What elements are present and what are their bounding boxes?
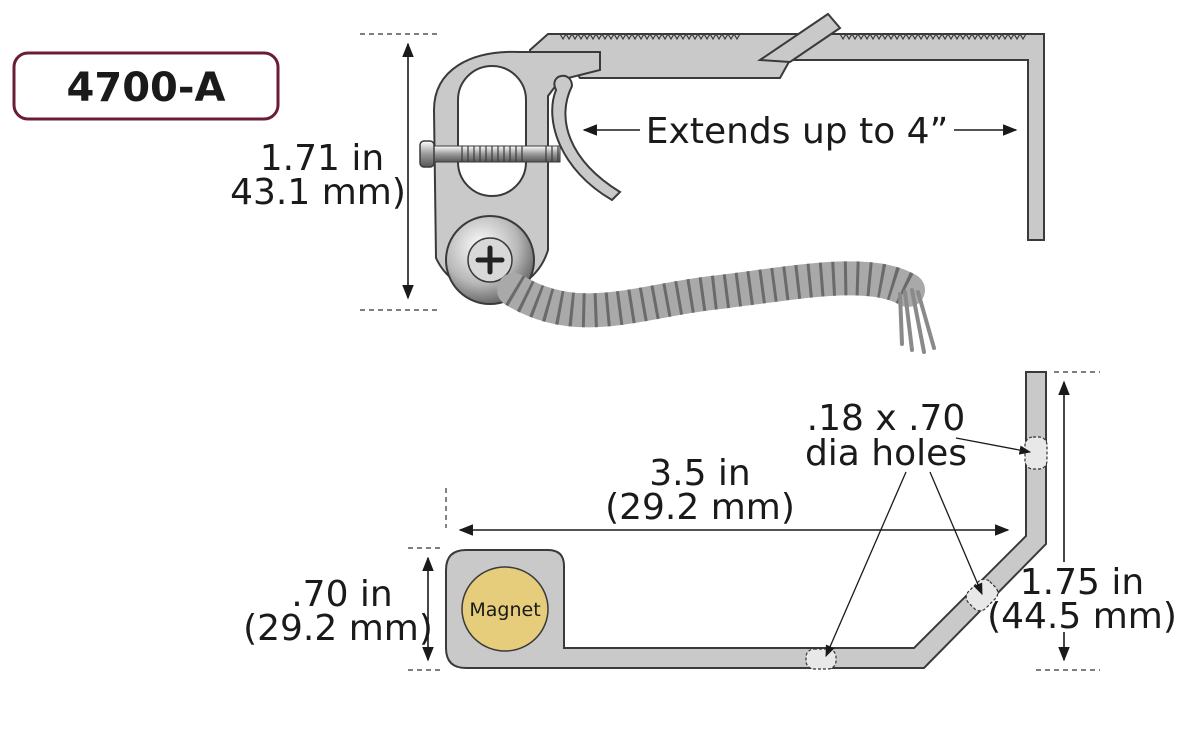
bottom-view-bracket: Magnet (445, 371, 1048, 670)
hole-vertical (1024, 436, 1048, 470)
threaded-rod (419, 145, 561, 163)
extends-dimension: Extends up to 4” (582, 111, 1018, 152)
adjustment-slot (457, 65, 527, 197)
holes-callout: .18 x .70 dia holes (805, 398, 1032, 658)
model-badge: 4700-A (12, 51, 280, 121)
top-height-dimension: 1.71 in 43.1 mm) (230, 33, 440, 311)
holes-label: dia holes (805, 433, 967, 474)
width-mm: (29.2 mm) (605, 487, 795, 528)
release-lever (757, 12, 842, 64)
serration-teeth (559, 32, 1027, 41)
phillips-cross-icon (475, 245, 505, 275)
rod-threads (461, 146, 559, 162)
width-inches: 3.5 in (649, 453, 751, 494)
left-height-dimension: .70 in (29.2 mm) (243, 547, 442, 671)
extends-label: Extends up to 4” (646, 111, 948, 152)
model-badge-label: 4700-A (67, 65, 226, 111)
width-dimension: 3.5 in (29.2 mm) (445, 453, 1010, 536)
right-height-mm: (44.5 mm) (987, 596, 1177, 637)
hole-bottom (805, 648, 837, 670)
right-height-dimension: 1.75 in (44.5 mm) (987, 371, 1177, 671)
magnet (461, 566, 549, 652)
right-height-inches: 1.75 in (1020, 562, 1144, 603)
magnet-label: Magnet (469, 599, 540, 621)
cable-spiral (505, 261, 917, 328)
knob (419, 140, 435, 168)
left-height-inches: .70 in (291, 574, 393, 615)
top-view-clamp (419, 12, 1045, 354)
top-height-inches: 1.71 in (260, 138, 384, 179)
left-height-mm: (29.2 mm) (243, 608, 433, 649)
cable-wires (898, 288, 936, 354)
spring-clip (551, 75, 622, 202)
holes-size: .18 x .70 (807, 398, 966, 439)
top-height-mm: 43.1 mm) (230, 172, 406, 213)
